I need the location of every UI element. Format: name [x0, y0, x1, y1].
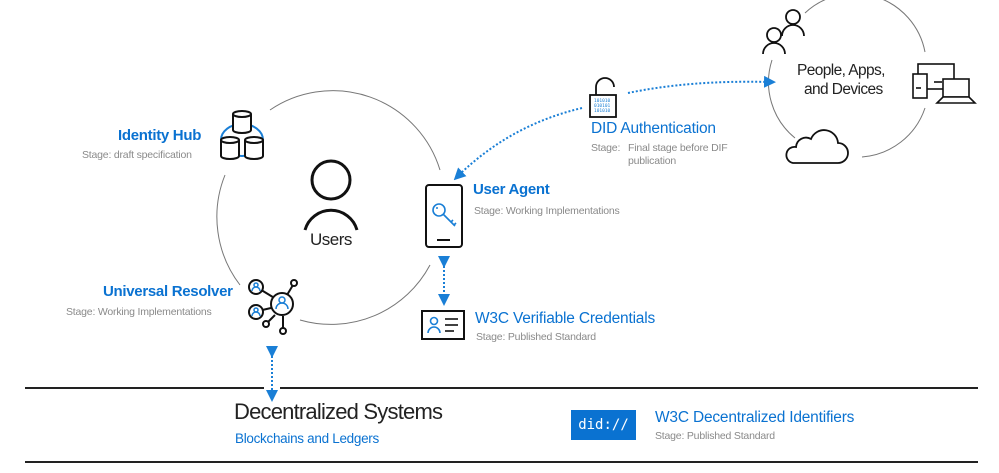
did-auth-stage-label: Stage:	[591, 142, 621, 154]
people-label-line1: People, Apps,	[797, 62, 885, 79]
devices-icon	[912, 63, 977, 104]
id-card-icon	[421, 310, 465, 340]
user-icon	[303, 159, 359, 231]
verifiable-credentials-title[interactable]: W3C Verifiable Credentials	[475, 310, 656, 327]
people-label-line2: and Devices	[804, 81, 883, 98]
database-cluster-icon	[220, 110, 264, 160]
binary-lock-icon: 101010 010101 101010	[589, 77, 617, 118]
did-badge: did://	[571, 410, 636, 440]
did-identifiers-title[interactable]: W3C Decentralized Identifiers	[655, 409, 855, 426]
verifiable-credentials-stage: Stage: Published Standard	[476, 331, 596, 343]
universal-resolver-stage: Stage: Working Implementations	[66, 306, 212, 318]
did-auth-stage-line1: Final stage before DIF	[628, 142, 728, 154]
foundation-title: Decentralized Systems	[234, 399, 443, 424]
network-nodes-icon	[248, 279, 298, 335]
people-circle	[768, 0, 926, 158]
users-label: Users	[310, 230, 352, 249]
cloud-icon	[785, 129, 849, 164]
identity-hub-stage: Stage: draft specification	[82, 149, 192, 161]
phone-key-icon	[425, 184, 463, 248]
svg-text:101010: 101010	[594, 108, 611, 114]
identity-hub-title[interactable]: Identity Hub	[118, 127, 202, 144]
did-identifiers-stage: Stage: Published Standard	[655, 430, 775, 442]
arrow-auth-to-people	[627, 75, 776, 94]
universal-resolver-title[interactable]: Universal Resolver	[103, 283, 233, 300]
did-auth-title[interactable]: DID Authentication	[591, 120, 716, 137]
user-agent-title[interactable]: User Agent	[473, 181, 550, 198]
people-icon	[762, 9, 805, 55]
user-agent-stage: Stage: Working Implementations	[474, 205, 620, 217]
arrow-auth-to-agent	[453, 107, 583, 181]
did-auth-stage-line2: publication	[628, 155, 677, 167]
svg-text:010101: 010101	[594, 103, 611, 109]
svg-text:101010: 101010	[594, 98, 611, 104]
foundation-subtitle: Blockchains and Ledgers	[235, 431, 379, 446]
users-circle	[216, 90, 441, 325]
